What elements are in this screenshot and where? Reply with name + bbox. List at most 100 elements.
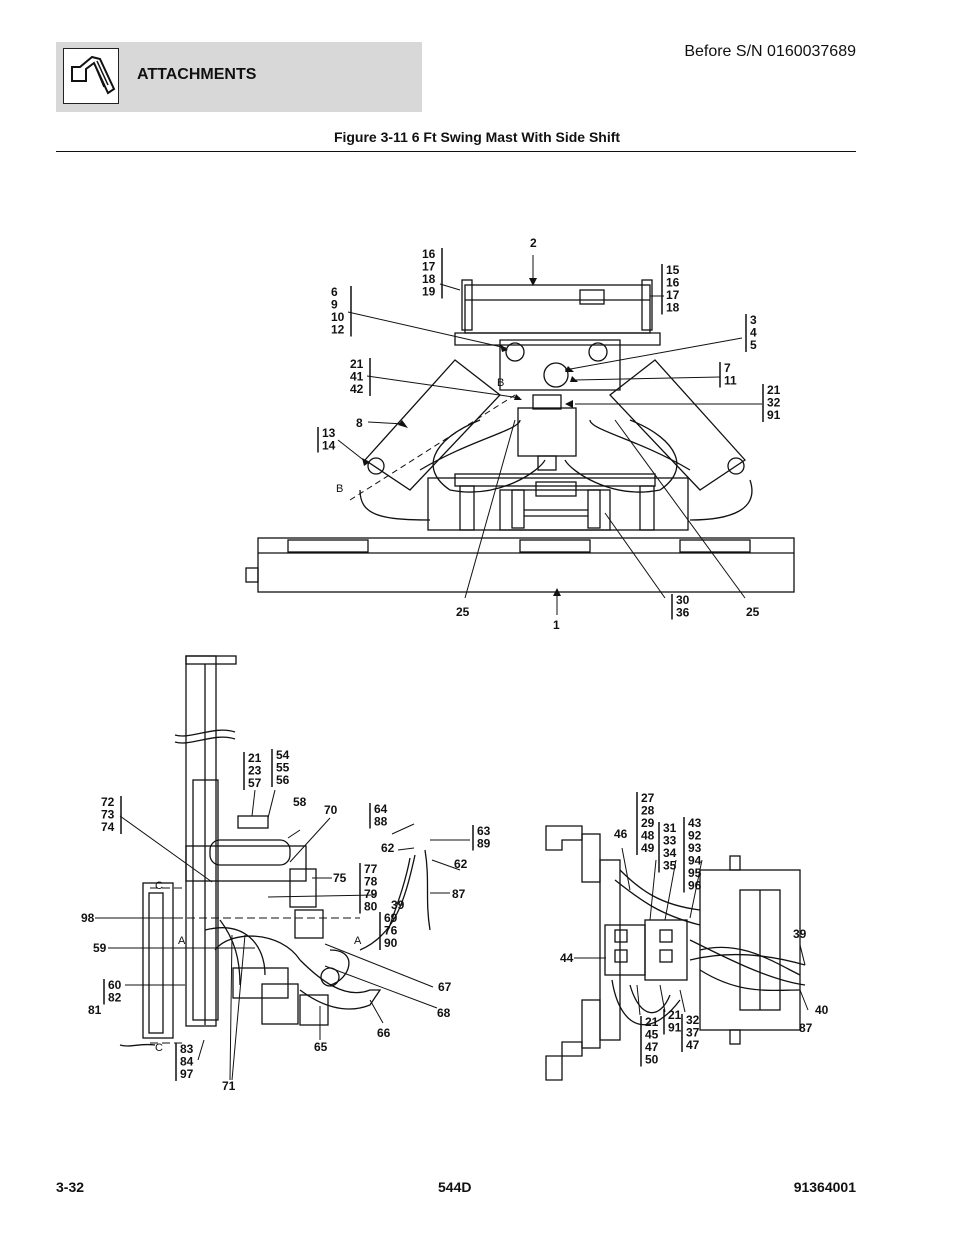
section-title: ATTACHMENTS [137,66,257,83]
callout-c72-1: 73 [101,808,115,822]
callout-c27-4: 49 [641,841,655,855]
callout-c27-1: 28 [641,804,655,818]
section-marker-b-1: B [336,483,343,495]
callout-c6-2: 10 [331,310,345,324]
callout-c32-2: 47 [686,1038,700,1052]
callout-c21b-2: 91 [767,408,781,422]
callout-c54-0: 54 [276,748,290,762]
callout-c32-1: 37 [686,1026,700,1040]
callout-c21a-2: 42 [350,382,364,396]
callout-c30-1: 36 [676,606,690,620]
top-leaders [337,255,762,615]
callout-c7-1: 11 [724,374,737,388]
callout-c31-1: 33 [663,834,677,848]
callout-c21a-1: 41 [350,370,364,384]
callout-c69-2: 90 [384,936,398,950]
callout-c39b-0: 39 [793,927,807,941]
top-arrowheads [362,278,578,596]
callout-c27-3: 48 [641,829,655,843]
callout-c21d-1: 45 [645,1028,659,1042]
callout-c31-3: 35 [663,859,677,873]
callout-c3-2: 5 [750,338,757,352]
attachment-hook-icon [63,48,119,104]
manual-number: 91364001 [793,1179,856,1195]
side-view-linework [119,655,431,1047]
callout-c72-2: 74 [101,820,115,834]
figure-title: Figure 3-11 6 Ft Swing Mast With Side Sh… [333,129,621,145]
callout-c43-1: 92 [688,829,702,843]
callout-c3-0: 3 [750,313,757,327]
callout-c13-0: 13 [322,426,336,440]
callout-c54-1: 55 [276,761,290,775]
callout-c13-1: 14 [322,439,336,453]
rear-leaders [574,847,809,1016]
callout-c6-1: 9 [331,298,338,312]
title-rule [56,151,856,152]
section-marker-c-5: C [155,1042,163,1054]
callout-c16a-0: 16 [422,247,436,261]
callout-c3-1: 4 [750,326,757,340]
callout-c21d-3: 50 [645,1053,659,1067]
callout-c31-2: 34 [663,846,677,860]
callout-c63-0: 63 [477,824,491,838]
section-marker-a-3: A [354,935,362,947]
callout-c72-0: 72 [101,795,115,809]
callout-c27-0: 27 [641,791,655,805]
callout-c6-0: 6 [331,285,338,299]
section-marker-c-4: C [155,880,163,892]
callout-c7-0: 7 [724,361,731,375]
callout-c66-0: 66 [377,1026,391,1040]
callout-c83-0: 83 [180,1042,194,1056]
callout-c77-2: 79 [364,887,378,901]
callout-c32-0: 32 [686,1013,700,1027]
callout-c16a-3: 19 [422,285,436,299]
callout-c21c-2: 57 [248,776,262,790]
callout-c87a-0: 87 [452,887,466,901]
callout-c87b-0: 87 [799,1021,813,1035]
callout-c15-0: 15 [666,263,680,277]
callout-c15-1: 16 [666,276,680,290]
callout-c71-0: 71 [222,1079,236,1093]
section-marker-b-0: B [497,377,504,389]
callout-c60-0: 60 [108,978,122,992]
callout-c27-2: 29 [641,816,655,830]
callout-c75-0: 75 [333,871,347,885]
callout-c77-3: 80 [364,900,378,914]
callout-c64-0: 64 [374,802,388,816]
callout-c62a-0: 62 [381,841,395,855]
section-marker-a-2: A [178,935,186,947]
callout-c25b-0: 25 [746,605,760,619]
callout-c54-2: 56 [276,773,290,787]
callout-c63-1: 89 [477,837,491,851]
callout-c40-0: 40 [815,1003,829,1017]
callout-c43-3: 94 [688,854,702,868]
callout-c64-1: 88 [374,815,388,829]
serial-note: Before S/N 0160037689 [684,43,856,60]
callout-c43-2: 93 [688,841,702,855]
callout-c70-0: 70 [324,803,338,817]
callout-c30-0: 30 [676,593,690,607]
section-line-b [349,394,516,501]
callout-c43-0: 43 [688,816,702,830]
side-leaders [95,789,470,1081]
callout-c59-0: 59 [93,941,107,955]
section-lines-a-c [150,887,360,1044]
page-number: 3-32 [56,1179,85,1195]
callout-c21c-1: 23 [248,764,262,778]
callout-c25a-0: 25 [456,605,470,619]
callout-c69-1: 76 [384,924,398,938]
callout-labels: 2161718191516171869101234521414271121329… [81,236,829,1093]
callout-c21e-0: 21 [668,1008,682,1022]
callout-c21c-0: 21 [248,751,262,765]
callout-c21b-0: 21 [767,383,781,397]
callout-c1-0: 1 [553,618,560,632]
callout-c21a-0: 21 [350,357,364,371]
callout-c98-0: 98 [81,911,95,925]
rear-view-linework [545,825,806,1081]
callout-c21e-1: 91 [668,1021,682,1035]
callout-c58-0: 58 [293,795,307,809]
callout-c8-0: 8 [356,416,363,430]
callout-c77-1: 78 [364,875,378,889]
top-view-linework [245,279,795,593]
